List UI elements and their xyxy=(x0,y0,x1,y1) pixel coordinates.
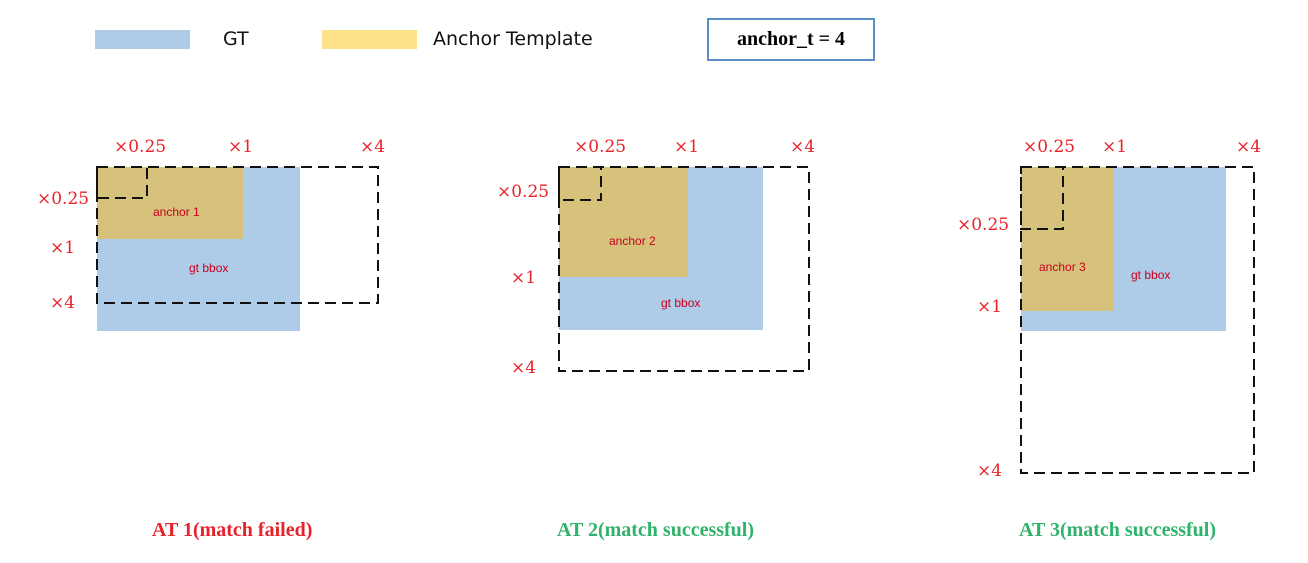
panel-2-anchor-label: anchor 2 xyxy=(609,234,656,248)
panel-3-top-scale-025: ×0.25 xyxy=(1023,137,1076,157)
gt-legend-label: GT xyxy=(223,28,249,50)
anchor-legend-label: Anchor Template xyxy=(433,28,593,50)
panel-3-left-scale-1: ×1 xyxy=(977,297,1003,317)
panel-1-top-scale-1: ×1 xyxy=(228,137,254,157)
panel-1-gt-label: gt bbox xyxy=(189,261,229,275)
panel-1-left-scale-1: ×1 xyxy=(50,238,76,258)
panel-2-left-scale-1: ×1 xyxy=(511,268,537,288)
panel-1-left-scale-025: ×0.25 xyxy=(37,189,90,209)
anchor-threshold-label: anchor_t = 4 xyxy=(736,28,846,50)
panel-2-top-scale-1: ×1 xyxy=(674,137,700,157)
anchor-legend-swatch xyxy=(322,30,417,49)
panel-2-left-scale-4: ×4 xyxy=(511,358,537,378)
scale-4-box-1 xyxy=(96,166,379,304)
panel-1-anchor-label: anchor 1 xyxy=(153,205,200,219)
panel-2 xyxy=(558,166,810,372)
panel-3-caption: AT 3(match successful) xyxy=(1019,519,1217,541)
panel-3-left-scale-025: ×0.25 xyxy=(957,215,1010,235)
panel-2-left-scale-025: ×0.25 xyxy=(497,182,550,202)
panel-3-anchor-label: anchor 3 xyxy=(1039,260,1086,274)
anchor-box-1 xyxy=(97,167,243,239)
gt-legend-swatch xyxy=(95,30,190,49)
panel-3-left-scale-4: ×4 xyxy=(977,461,1003,481)
panel-2-top-scale-025: ×0.25 xyxy=(574,137,627,157)
anchor-threshold-box: anchor_t = 4 xyxy=(707,18,875,61)
panel-1-top-scale-025: ×0.25 xyxy=(114,137,167,157)
panel-3-top-scale-1: ×1 xyxy=(1102,137,1128,157)
panel-1-left-scale-4: ×4 xyxy=(50,293,76,313)
panel-3-gt-label: gt bbox xyxy=(1131,268,1171,282)
scale-4-box-3 xyxy=(1020,166,1255,474)
panel-3-top-scale-4: ×4 xyxy=(1236,137,1262,157)
anchor-box-2 xyxy=(559,167,688,277)
panel-1-caption: AT 1(match failed) xyxy=(152,519,313,541)
panel-2-gt-label: gt bbox xyxy=(661,296,701,310)
panel-2-top-scale-4: ×4 xyxy=(790,137,816,157)
scale-4-box-2 xyxy=(558,166,810,372)
anchor-box-3 xyxy=(1021,167,1114,311)
panel-1 xyxy=(96,166,379,331)
panel-1-top-scale-4: ×4 xyxy=(360,137,386,157)
panel-3 xyxy=(1020,166,1255,474)
panel-2-caption: AT 2(match successful) xyxy=(557,519,755,541)
